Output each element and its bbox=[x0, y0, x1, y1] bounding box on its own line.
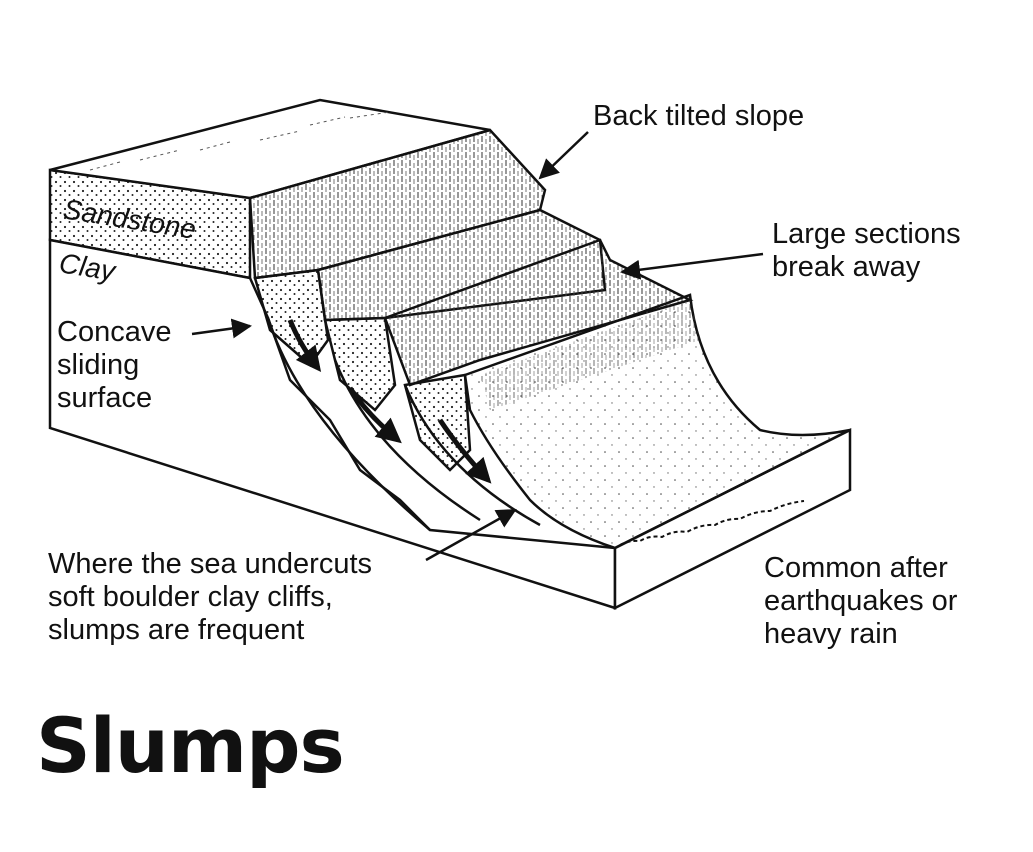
label-line: earthquakes or bbox=[764, 585, 958, 617]
label-back-tilted-text: Back tilted slope bbox=[593, 100, 805, 132]
label-line: break away bbox=[772, 251, 921, 283]
slump-block-3 bbox=[383, 238, 694, 472]
label-concave-sliding-surface: Concave sliding surface bbox=[57, 316, 171, 415]
label-line: sliding bbox=[57, 349, 140, 381]
label-line: Large sections bbox=[772, 218, 961, 250]
label-line: surface bbox=[57, 382, 153, 414]
slide-arrows bbox=[287, 319, 492, 484]
page-title: Slumps bbox=[36, 701, 345, 790]
slump-block-4 bbox=[463, 293, 851, 550]
label-line: soft boulder clay cliffs, bbox=[48, 581, 333, 613]
label-line: slumps are frequent bbox=[48, 614, 305, 646]
label-back-tilted-slope: Back tilted slope bbox=[593, 100, 804, 133]
label-line: Where the sea undercuts bbox=[48, 548, 373, 580]
label-large-sections: Large sections break away bbox=[772, 218, 961, 284]
leader-lines bbox=[191, 131, 764, 562]
label-line: Concave bbox=[57, 316, 172, 348]
label-line: heavy rain bbox=[764, 618, 898, 650]
label-sea-undercuts: Where the sea undercuts soft boulder cla… bbox=[48, 548, 372, 647]
label-line: Common after bbox=[764, 552, 948, 584]
label-common-after: Common after earthquakes or heavy rain bbox=[764, 552, 957, 651]
